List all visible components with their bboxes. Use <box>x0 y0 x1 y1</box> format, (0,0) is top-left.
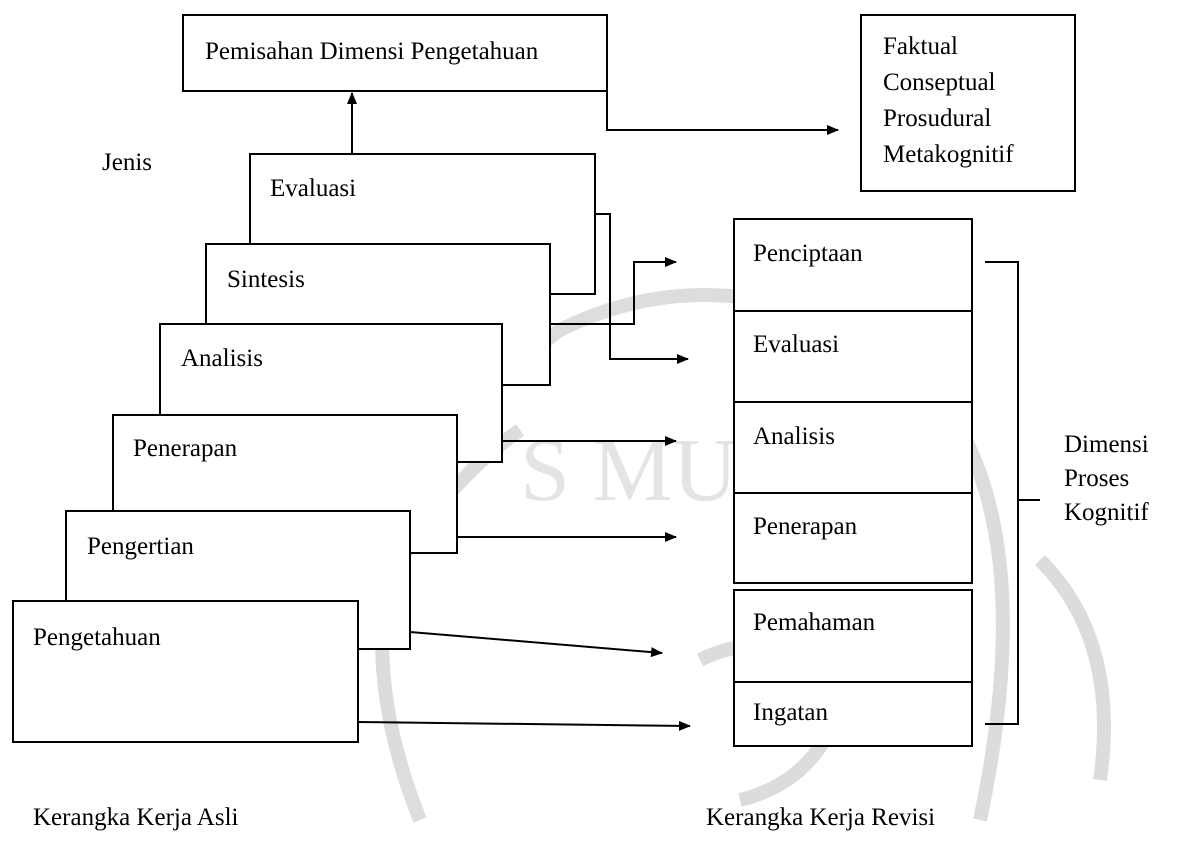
knowledge-type-item: Prosudural <box>883 105 991 132</box>
revised-level-label: Penciptaan <box>753 240 863 267</box>
arrow-to-evaluasi <box>595 213 689 364</box>
revised-level-label: Evaluasi <box>753 331 839 358</box>
knowledge-type-item: Metakognitif <box>883 141 1014 168</box>
connectors <box>347 91 839 731</box>
knowledge-type-item: Conseptual <box>883 69 996 96</box>
original-caption: Kerangka Kerja Asli <box>33 804 239 831</box>
cognitive-dimension-label: Dimensi Proses Kognitif <box>1064 431 1149 526</box>
svg-text:Dimensi: Dimensi <box>1064 431 1149 458</box>
knowledge-dimension-title: Pemisahan Dimensi Pengetahuan <box>205 38 539 65</box>
revised-level-label: Pemahaman <box>753 609 876 636</box>
arrow-to-penciptaan <box>550 257 677 325</box>
original-level-label: Evaluasi <box>270 175 356 202</box>
knowledge-types-box: Faktual Conseptual Prosudural Metakognit… <box>860 14 1076 192</box>
knowledge-type-item: Faktual <box>883 33 958 60</box>
original-level-label: Analisis <box>181 345 263 372</box>
original-level-label: Pengertian <box>87 533 194 560</box>
revised-caption: Kerangka Kerja Revisi <box>706 804 935 831</box>
jenis-label: Jenis <box>102 149 152 176</box>
original-level-label: Sintesis <box>227 266 305 293</box>
arrow-to-pemahaman <box>409 631 663 658</box>
revised-level-label: Penerapan <box>753 513 858 540</box>
revised-framework: Penciptaan Evaluasi Analisis Penerapan P… <box>733 218 973 747</box>
original-level-label: Penerapan <box>133 435 238 462</box>
original-level-box: Pengetahuan <box>12 600 359 743</box>
original-level-label: Pengetahuan <box>33 624 161 651</box>
arrow-to-knowledge-types <box>606 91 839 135</box>
knowledge-dimension-box: Pemisahan Dimensi Pengetahuan <box>182 14 608 92</box>
svg-text:Kognitif: Kognitif <box>1064 499 1149 526</box>
arrow-to-ingatan <box>357 720 691 731</box>
cognitive-bracket <box>985 261 1019 725</box>
revised-level-label: Analisis <box>753 423 835 450</box>
original-framework: Evaluasi Sintesis Analisis Penerapan Pen… <box>12 153 596 743</box>
svg-text:Proses: Proses <box>1064 465 1129 492</box>
revised-level-label: Ingatan <box>753 699 828 726</box>
